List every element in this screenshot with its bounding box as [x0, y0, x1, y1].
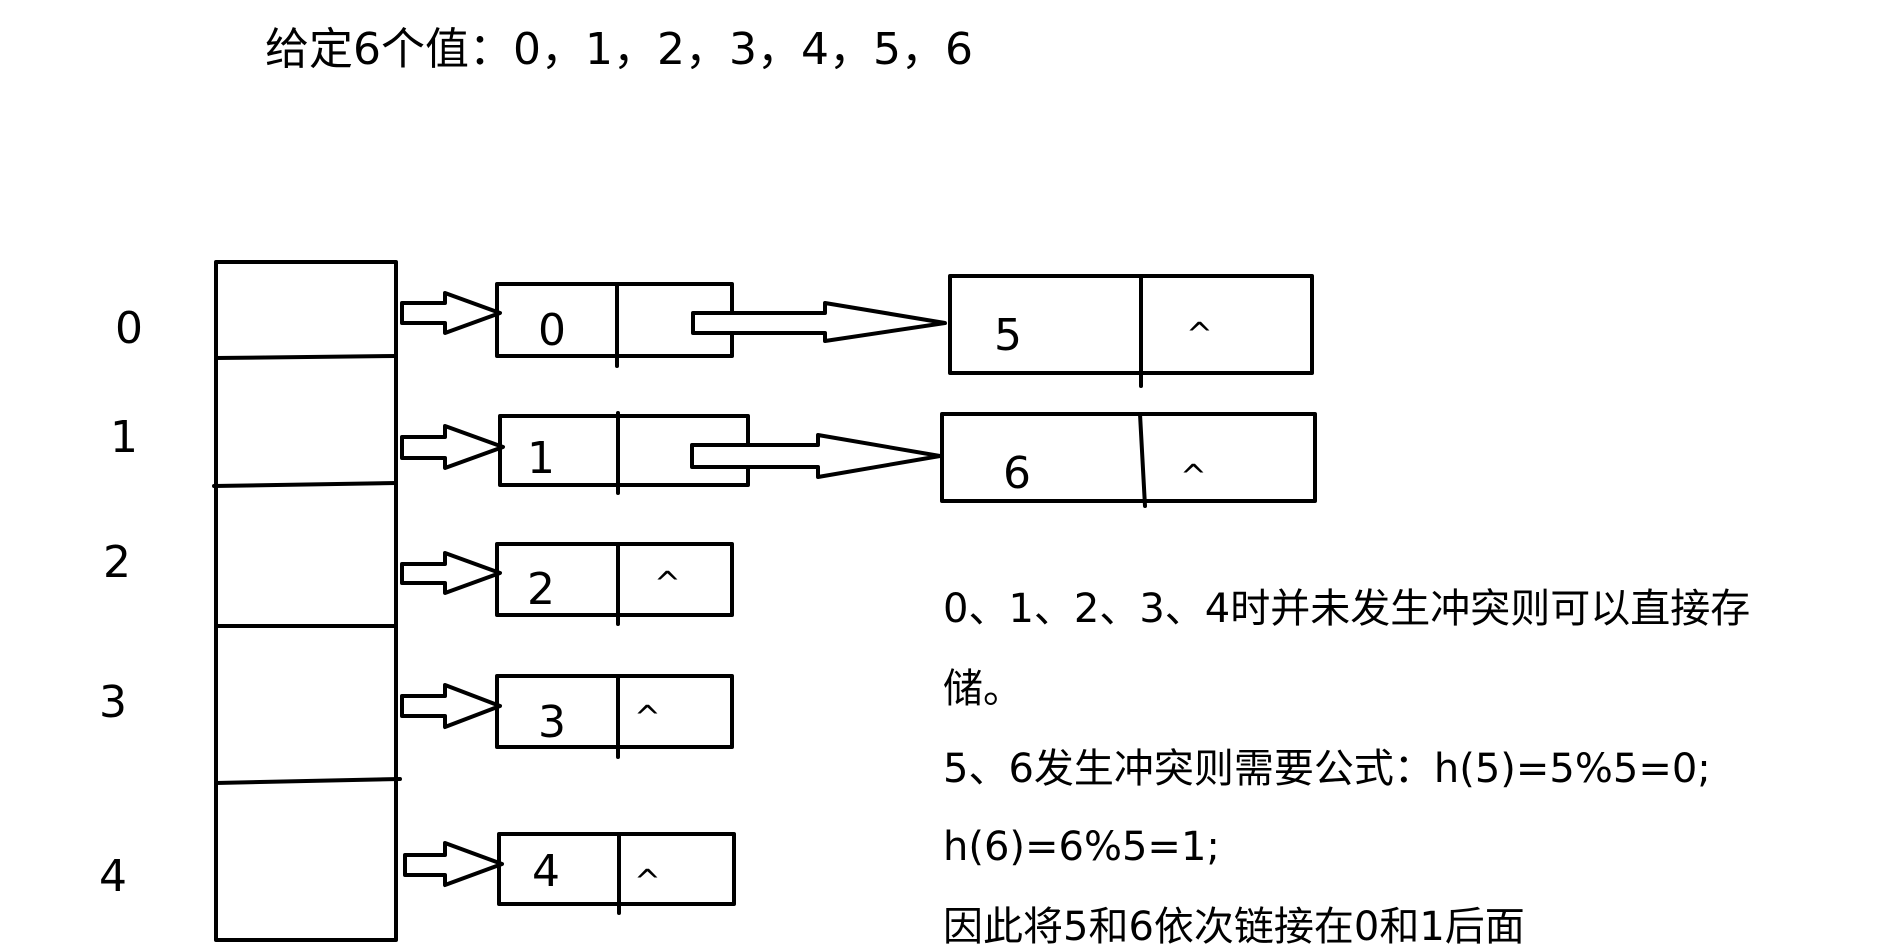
- note-line: h(6)=6%5=1;: [943, 824, 1220, 870]
- collision-node: [940, 412, 1317, 503]
- array-index-label: 3: [99, 677, 127, 728]
- note-line: 5、6发生冲突则需要公式：h(5)=5%5=0;: [943, 746, 1711, 792]
- array-index-label: 4: [99, 851, 127, 902]
- chain-null-markers: ^ ^ ^: [634, 564, 681, 900]
- null-pointer-marker: ^: [634, 698, 661, 736]
- null-pointer-marker: ^: [634, 862, 661, 900]
- collision-node-divider: [1138, 412, 1147, 508]
- chain-node-value: 3: [538, 697, 566, 748]
- pointer-arrow: [400, 291, 502, 335]
- array-cell-divider: [212, 481, 398, 488]
- chain-node: [495, 542, 734, 617]
- collision-node: [948, 274, 1314, 375]
- array-index-label: 0: [115, 303, 143, 354]
- explanation-notes: 0、1、2、3、4时并未发生冲突则可以直接存 储。 5、6发生冲突则需要公式：h…: [943, 586, 1750, 948]
- chain-node-value: 4: [532, 846, 560, 897]
- chain-node-value: 0: [538, 305, 566, 356]
- array-cell-divider: [214, 354, 398, 360]
- chain-node-value: 1: [527, 433, 555, 484]
- collision-node-value: 6: [1003, 448, 1031, 499]
- null-pointer-marker: ^: [654, 564, 681, 602]
- array-index-labels: 0 1 2 3 4: [99, 303, 143, 902]
- pointer-arrow: [691, 301, 947, 343]
- array-pointer-arrows: [400, 291, 505, 887]
- pointer-arrow: [690, 433, 942, 479]
- chain-node-texts: 0 1 2 3 4: [527, 305, 566, 897]
- collision-node-value: 5: [994, 310, 1022, 361]
- null-pointer-marker: ^: [1186, 315, 1213, 353]
- note-line: 0、1、2、3、4时并未发生冲突则可以直接存: [943, 586, 1750, 632]
- pointer-arrow: [400, 683, 502, 729]
- pointer-arrow: [400, 551, 502, 595]
- array-cell-divider: [214, 777, 402, 785]
- note-line: 因此将5和6依次链接在0和1后面: [943, 904, 1525, 948]
- collision-node-texts: 5 6: [994, 310, 1031, 499]
- array-outline: [214, 260, 398, 942]
- collision-pointer-arrows: [690, 301, 947, 479]
- chain-node: [495, 674, 734, 749]
- note-line: 储。: [943, 666, 1023, 712]
- chain-node: [497, 832, 736, 906]
- chain-node-value: 2: [527, 564, 555, 615]
- chain-node-boxes: [495, 282, 750, 915]
- array-index-label: 1: [110, 412, 138, 463]
- pointer-arrow: [400, 424, 505, 470]
- collision-node-boxes: [940, 274, 1317, 508]
- pointer-arrow: [403, 841, 504, 887]
- collision-null-markers: ^ ^: [1180, 315, 1213, 495]
- diagram-title: 给定6个值：0，1，2，3，4，5，6: [265, 24, 973, 75]
- array-index-label: 2: [103, 537, 131, 588]
- null-pointer-marker: ^: [1180, 457, 1207, 495]
- hash-array: [212, 260, 402, 942]
